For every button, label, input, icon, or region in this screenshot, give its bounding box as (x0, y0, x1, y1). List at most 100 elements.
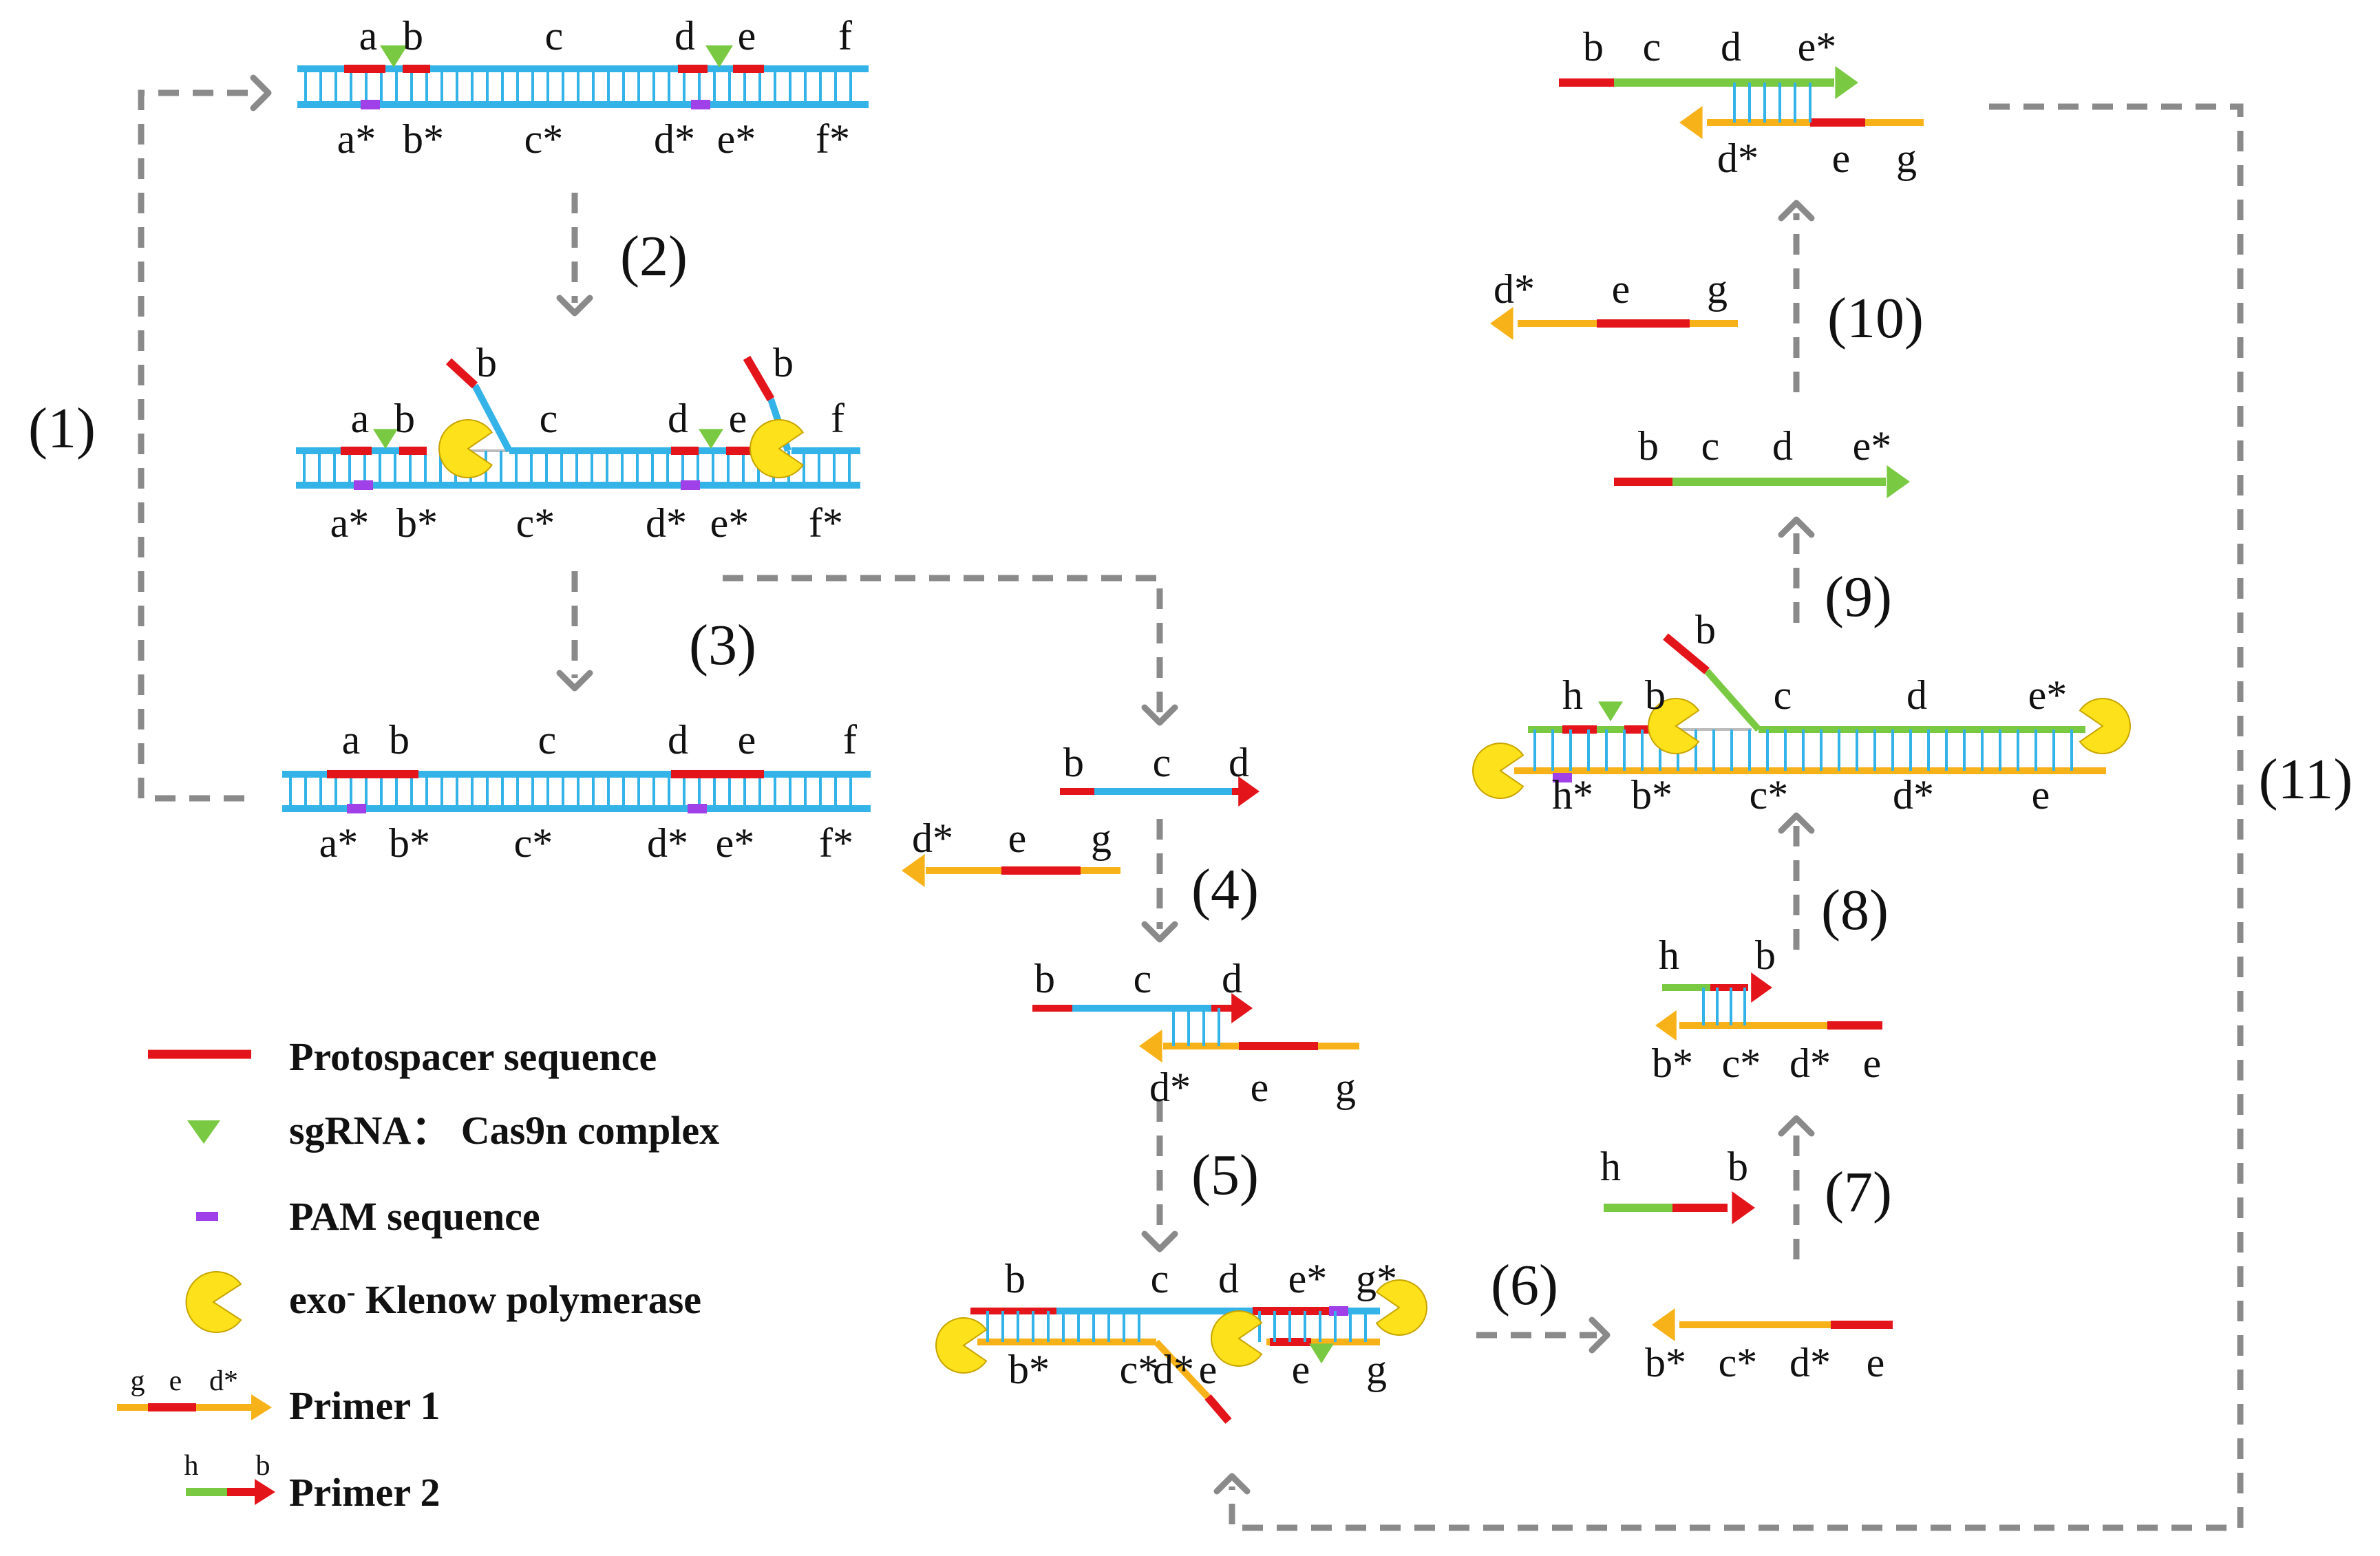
arrow-step-3-branch-head (1141, 704, 1178, 726)
pam-mark (691, 100, 710, 109)
pam-mark (1553, 773, 1572, 782)
pam-mark (681, 480, 700, 490)
flap-label: b (1695, 607, 1716, 652)
segment-label: h (1600, 1144, 1621, 1189)
segment-label: c (1151, 1256, 1169, 1301)
primer2-arrowhead (1751, 972, 1772, 1003)
segment-label: b (403, 13, 423, 58)
strand-arrowhead (1238, 776, 1260, 807)
step-label: (2) (620, 224, 688, 288)
segment-label: b (1005, 1256, 1026, 1301)
segment-label: g (1707, 266, 1728, 312)
legend-primer1-segment-label: e (169, 1365, 182, 1397)
segment-label: a (342, 717, 361, 763)
segment-label: e (1008, 816, 1027, 861)
segment-label: d (1906, 672, 1927, 718)
sgrna-cas9n-icon (699, 429, 723, 449)
legend-pam-label: PAM sequence (289, 1194, 540, 1239)
segment-label: c* (514, 820, 553, 866)
segment-label: e (1612, 266, 1630, 312)
legend-primer1-label: Primer 1 (289, 1383, 440, 1428)
displaced-end-e (1204, 1394, 1232, 1424)
displaced-flap-b (743, 355, 775, 402)
segment-label: d (1229, 740, 1249, 785)
segment-label: e (1251, 1065, 1269, 1110)
molecules (282, 45, 2131, 1424)
segment-label: d* (1789, 1041, 1831, 1086)
segment-label: d* (647, 820, 688, 866)
legend-klenow-icon (185, 1271, 242, 1333)
klenow-polymerase-icon (1211, 1310, 1263, 1367)
legend-primer2-segment-label: b (256, 1450, 270, 1482)
displaced-flap (471, 383, 513, 453)
arrow-step-5-head (1141, 1230, 1178, 1253)
segment-label: d* (646, 500, 687, 546)
displaced-end (1154, 1339, 1211, 1400)
arrow-step-7-head (1778, 1115, 1815, 1137)
segment-label: e* (717, 116, 756, 162)
arrow-step-3-branch (723, 575, 1163, 712)
segment-label: c* (1722, 1041, 1761, 1086)
legend-primer1-arrowhead (251, 1394, 272, 1420)
segment-label: c (540, 396, 558, 441)
segment-label: d* (654, 116, 695, 162)
segment-label: d* (1893, 772, 1934, 818)
displaced-flap (1704, 668, 1761, 732)
segment-label: b (1755, 932, 1776, 978)
arrow-step-1-head (250, 74, 272, 111)
klenow-polymerase-icon (438, 419, 493, 478)
legend-primer1-segment-label: g (131, 1365, 145, 1397)
segment-label: b (1034, 956, 1055, 1001)
step-label: (7) (1825, 1160, 1892, 1224)
segment-label: f (843, 717, 857, 763)
segment-label: b* (1645, 1340, 1686, 1385)
segment-label: c (545, 13, 564, 58)
segment-label: f* (816, 116, 850, 162)
step-label: (5) (1191, 1143, 1259, 1207)
segment-label: e* (2028, 672, 2068, 718)
arrow-step-6-head (1589, 1317, 1611, 1354)
pam-mark (1329, 1306, 1348, 1316)
segment-label: a* (319, 820, 359, 866)
segment-label: c (1643, 24, 1661, 70)
segment-label: c* (1120, 1347, 1159, 1392)
step-label: (1) (28, 396, 96, 460)
segment-label: d (668, 396, 688, 441)
product-arrowhead (1887, 465, 1910, 498)
segment-label: e (738, 13, 756, 58)
segment-label: c (1774, 672, 1792, 718)
segment-label: f (838, 13, 852, 58)
segment-label: b (389, 717, 410, 763)
segment-label: g* (1356, 1256, 1397, 1301)
segment-label: e (1199, 1347, 1218, 1392)
sgrna-cas9n-icon (1309, 1343, 1334, 1364)
arrow-step-10-head (1778, 200, 1815, 222)
segment-label: d (674, 13, 695, 58)
primer1-arrowhead (1679, 106, 1703, 139)
segment-label: d* (1717, 136, 1759, 181)
klenow-polymerase-icon (749, 419, 805, 478)
segment-label: b (1728, 1144, 1748, 1189)
segment-label: a (351, 396, 370, 441)
segment-label: e* (1288, 1256, 1328, 1301)
segment-label: b* (403, 116, 444, 162)
step-label: (10) (1827, 286, 1924, 350)
segment-label: e (1292, 1347, 1310, 1392)
segment-label: f* (819, 820, 853, 866)
klenow-polymerase-icon (2079, 698, 2131, 754)
sgrna-cas9n-icon (380, 45, 407, 67)
strand-arrowhead (1231, 993, 1253, 1023)
segment-label: e (1867, 1340, 1885, 1385)
legend-klenow-label: exo- Klenow polymerase (289, 1277, 701, 1322)
primer2-arrowhead (1732, 1191, 1755, 1224)
segment-label: b* (389, 820, 430, 866)
step-label: (8) (1821, 878, 1889, 942)
segment-label: c* (524, 116, 564, 162)
klenow-polymerase-icon (1375, 1279, 1427, 1336)
segment-label: e* (1853, 423, 1892, 469)
segment-label: e (1863, 1041, 1882, 1086)
legend-sgrna-icon (187, 1120, 220, 1144)
